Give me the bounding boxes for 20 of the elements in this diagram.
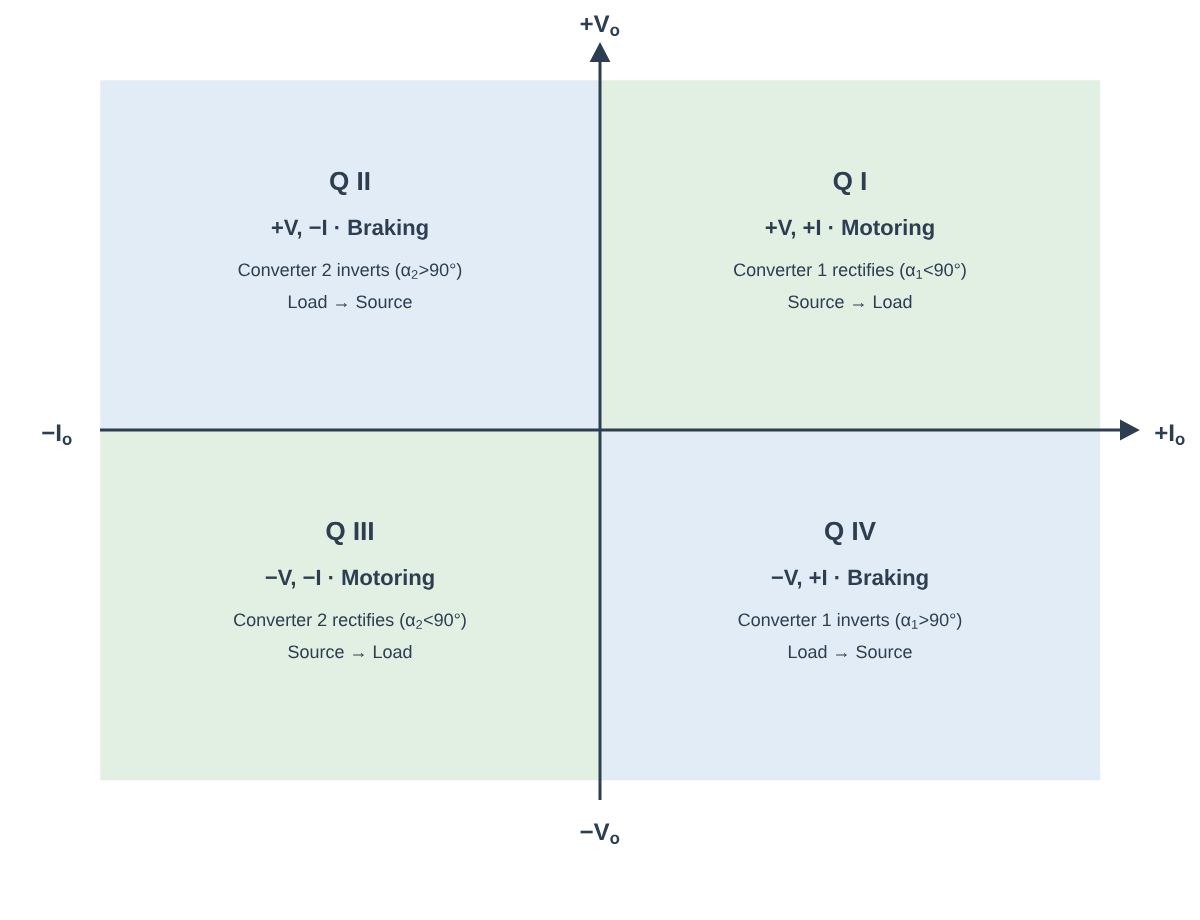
description-text: Converter 2 inverts (α$_{2}$>90°) (238, 262, 462, 280)
axis-label: +V$_{o}$ (580, 15, 620, 36)
mode-label: +V, −I · Braking (271, 219, 428, 240)
axis-label: −I$_{o}$ (42, 424, 72, 445)
description-text: Converter 1 rectifies (α$_{1}$<90°) (734, 262, 966, 280)
description-text: Converter 2 rectifies (α$_{2}$<90°) (234, 612, 466, 630)
axis-label: +I$_{o}$ (1155, 424, 1185, 445)
quadrant-title: Q I (833, 171, 866, 196)
quadrant-title: Q II (330, 171, 370, 196)
axis-label: −V$_{o}$ (580, 823, 620, 844)
quadrant-title: Q III (326, 521, 373, 546)
description-text: Source → Load (288, 644, 412, 659)
description-text: Converter 1 inverts (α$_{1}$>90°) (738, 612, 962, 630)
mode-label: −V, −I · Motoring (265, 569, 434, 590)
mode-label: +V, +I · Motoring (765, 219, 934, 240)
description-text: Source → Load (788, 294, 912, 309)
description-text: Load → Source (788, 644, 912, 659)
description-text: Load → Source (288, 294, 412, 309)
mode-label: −V, +I · Braking (771, 569, 928, 590)
quadrant-title: Q IV (825, 521, 876, 546)
